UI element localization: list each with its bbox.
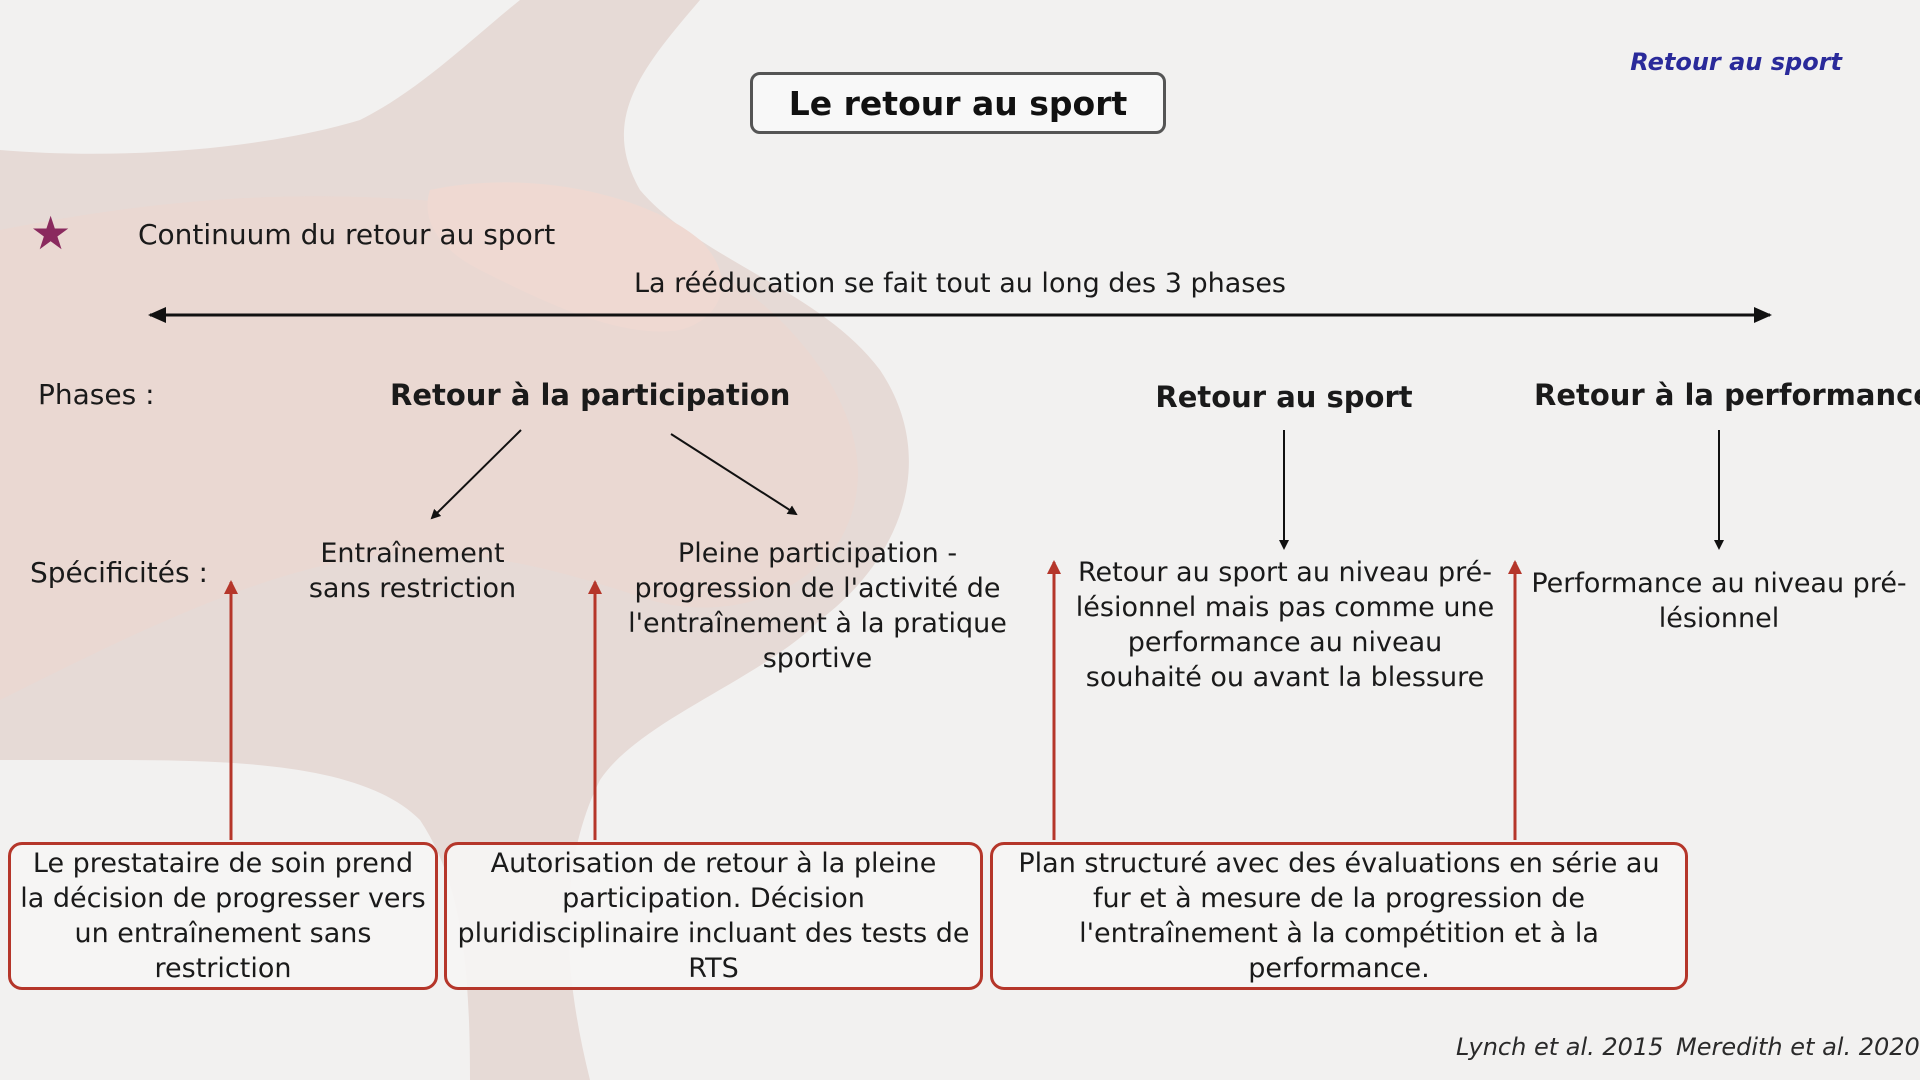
phase-performance: Retour à la performance [1534,378,1920,412]
continuum-label: Continuum du retour au sport [138,218,556,251]
arrow-participation-right [670,433,798,516]
reference-lynch: Lynch et al. 2015 [1456,1033,1664,1061]
decision-box-3: Plan structuré avec des évaluations en s… [990,842,1688,990]
corner-section-label: Retour au sport [1630,48,1842,76]
phases-row-label: Phases : [38,378,155,411]
rehab-caption: La rééducation se fait tout au long des … [633,268,1286,299]
decision-box-1: Le prestataire de soin prend la décision… [8,842,438,990]
slide-title: Le retour au sport [750,72,1166,134]
phase-sport: Retour au sport [1155,380,1413,414]
spec-unrestricted-training: Entraînement sans restriction [308,538,517,604]
arrow-participation-left [430,429,522,520]
reference-meredith: Meredith et al. 2020 [1676,1033,1920,1061]
decision-box-2: Autorisation de retour à la pleine parti… [444,842,983,990]
star-icon: ★ [30,206,72,260]
spec-performance: Performance au niveau pré-lésionnel [1531,568,1907,634]
spec-return-sport: Retour au sport au niveau pré-lésionnel … [1075,557,1495,693]
specificities-row-label: Spécificités : [30,556,208,589]
spec-full-participation: Pleine participation - progression de l'… [628,538,1007,674]
phase-participation: Retour à la participation [390,378,791,412]
